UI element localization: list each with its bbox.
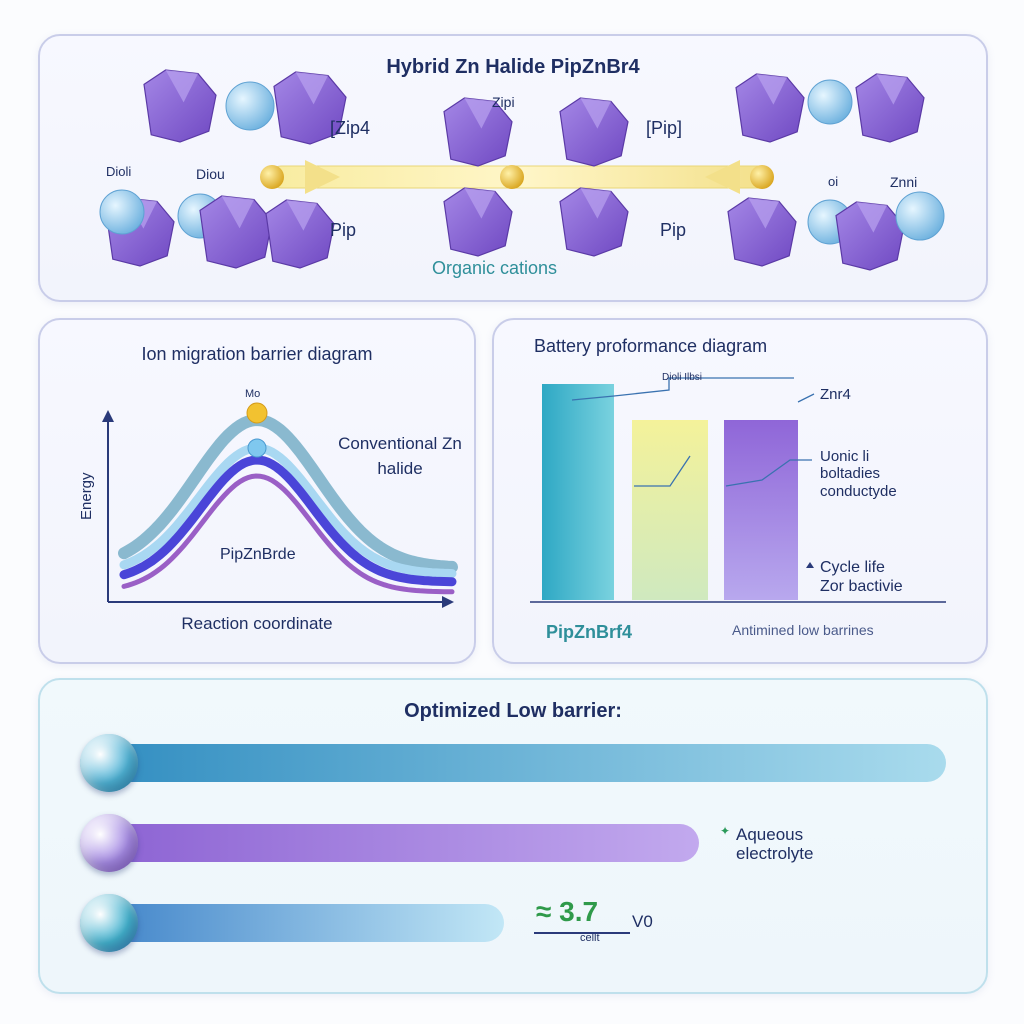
bar-1-knob — [80, 734, 138, 792]
label-zn4: [Zip4 — [330, 118, 371, 138]
migration-chart — [102, 402, 458, 608]
curve-pipzn-main — [119, 455, 457, 587]
voltage-unit: V0 — [632, 912, 653, 931]
label-pip-right: Pip — [660, 220, 687, 240]
crystal-m1-facet — [464, 98, 495, 129]
x-axis-arrow — [442, 596, 454, 608]
crystal-l1-facet — [165, 70, 198, 103]
sphere-l2 — [99, 189, 145, 235]
crystal-r3-facet — [748, 198, 779, 229]
chain-node-left — [260, 165, 284, 189]
bar-3 — [80, 904, 505, 942]
label-cycle: Cycle life Zor bactivie — [820, 559, 903, 596]
curve-conventional-inner — [119, 443, 457, 579]
pipzn-label: PipZnBrde — [220, 546, 296, 563]
label-zn4: Znr4 — [820, 386, 851, 403]
label-ionic: Uonic li boltadies conductyde — [820, 448, 897, 500]
connector-a — [571, 377, 794, 401]
migration-title: Ion migration barrier diagram — [141, 344, 373, 364]
aqueous-label: Aqueous electrolyte — [736, 825, 814, 863]
migration-barrier-panel: Ion migration barrier diagram Energy Mo … — [38, 318, 476, 664]
crystal-m3 — [443, 187, 513, 257]
crystal-l4-facet — [221, 196, 254, 229]
connector-b — [634, 455, 691, 487]
voltage-value: ≈ 3.7 — [536, 896, 599, 927]
crystal-l1 — [143, 69, 217, 143]
bar-1 — [80, 744, 946, 782]
bar-ionic — [632, 420, 708, 600]
curve-pipzn-low — [121, 473, 455, 595]
crystal-l2-facet — [295, 72, 328, 105]
crystal-m3-facet — [464, 188, 495, 219]
chain-arrow-right — [705, 160, 740, 194]
crystal-structure-panel: Hybrid Zn Halide PipZnBr4 [Zip4 Zipi [Pi… — [38, 34, 988, 302]
voltage-sub: cellt — [580, 932, 600, 944]
crystal-title: Hybrid Zn Halide PipZnBr4 — [386, 56, 640, 78]
label-left-b: Diou — [196, 166, 225, 182]
peak-node-top — [246, 402, 268, 424]
aqueous-bullet: ✦ — [720, 824, 731, 838]
crystal-l2 — [273, 71, 347, 145]
optimized-barrier-panel: Optimized Low barrier: Aqueous electroly… — [38, 678, 988, 994]
bottom-title: Optimized Low barrier: — [404, 700, 622, 722]
conventional-label: Conventional Zn halide — [338, 434, 462, 478]
y-axis-label: Energy — [78, 472, 95, 520]
label-pip-bracket: [Pip] — [646, 118, 683, 138]
crystal-diagram — [99, 69, 945, 271]
bar-2-knob — [80, 814, 138, 872]
crystal-l5 — [265, 199, 335, 269]
label-optimized: Antimined low barrines — [732, 622, 874, 638]
cycle-marker — [806, 562, 814, 568]
voltage-underline — [534, 932, 630, 934]
connector-c — [725, 459, 812, 487]
curve-conventional-outer — [118, 413, 458, 573]
y-axis-arrow — [102, 410, 114, 422]
bar-pipznbr4 — [542, 384, 614, 600]
label-right-a: oi — [828, 174, 839, 189]
label-top-mid: Zipi — [492, 94, 515, 110]
connector-d — [797, 393, 815, 403]
crystal-m2-facet — [580, 98, 611, 129]
performance-chart — [530, 377, 946, 603]
sphere-l1 — [225, 81, 275, 131]
crystal-m4-facet — [580, 188, 611, 219]
sphere-r1 — [807, 79, 853, 125]
performance-title: Battery proformance diagram — [534, 336, 768, 356]
crystal-r4-facet — [856, 202, 887, 233]
label-left-a: Dioli — [106, 164, 132, 179]
label-pip-left: Pip — [330, 220, 357, 240]
crystal-m1 — [443, 97, 513, 167]
label-right-b: Znni — [890, 174, 918, 190]
peak-label: Mo — [245, 388, 261, 400]
chain-node-center — [500, 165, 524, 189]
crystal-l5-facet — [286, 200, 317, 231]
sphere-r3 — [895, 191, 945, 241]
crystal-r1-facet — [756, 74, 787, 105]
label-pipznbr4: PipZnBrf4 — [546, 622, 633, 642]
organic-cations-caption: Organic cations — [432, 258, 558, 278]
peak-node-mid — [247, 438, 267, 458]
battery-performance-panel: Battery proformance diagram Dioli Ilbsi … — [492, 318, 988, 664]
bar-3-knob — [80, 894, 138, 952]
bar-cycle — [724, 420, 798, 600]
bar-2 — [80, 824, 700, 862]
chain-node-right — [750, 165, 774, 189]
x-axis-label: Reaction coordinate — [181, 614, 333, 633]
crystal-r2-facet — [876, 74, 907, 105]
performance-small-label: Dioli Ilbsi — [662, 372, 703, 383]
chain-arrow-left — [305, 160, 340, 194]
